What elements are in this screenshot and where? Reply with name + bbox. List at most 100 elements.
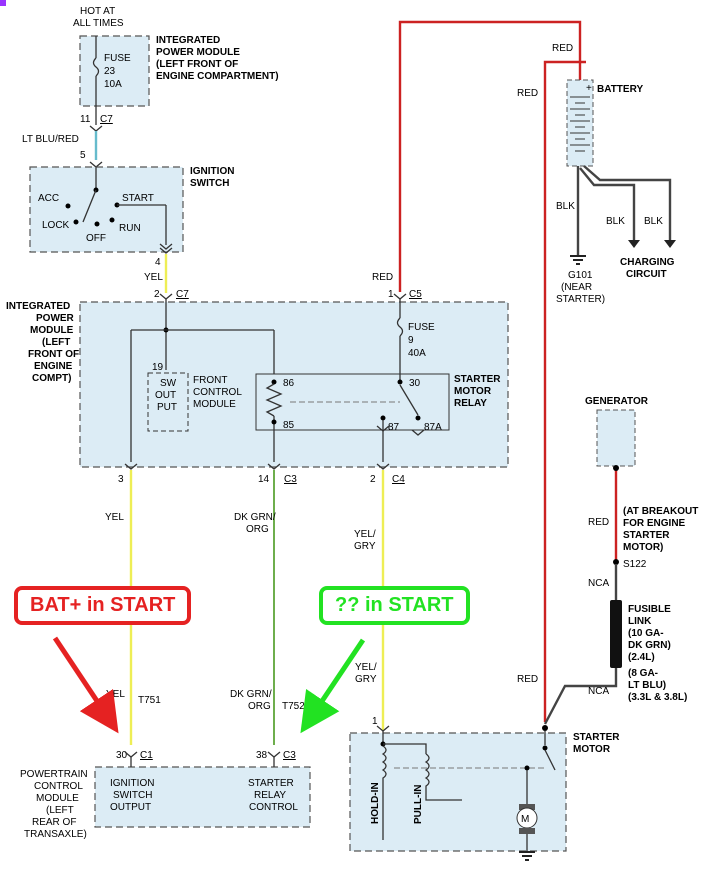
powertrain-control-module: 30 C1 38 C3 IGNITION SWITCH OUTPUT START…: [20, 750, 311, 840]
svg-text:STARTER): STARTER): [556, 294, 605, 305]
svg-text:RED: RED: [517, 88, 538, 99]
svg-text:RELAY: RELAY: [454, 398, 487, 409]
bat-in-start-callout: BAT+ in START: [14, 586, 192, 625]
svg-text:IGNITION: IGNITION: [110, 778, 154, 789]
unknown-in-start-callout: ?? in START: [319, 586, 470, 625]
generator: GENERATOR RED (AT BREAKOUT FOR ENGINE ST…: [517, 396, 698, 725]
fuse-box-top: HOT AT ALL TIMES FUSE 23 10A INTEGRATED …: [73, 6, 279, 132]
svg-text:(LEFT FRONT OF: (LEFT FRONT OF: [156, 59, 238, 70]
svg-text:85: 85: [283, 420, 295, 431]
svg-text:40A: 40A: [408, 348, 426, 359]
svg-text:(8 GA-: (8 GA-: [628, 668, 658, 679]
svg-text:YEL: YEL: [144, 272, 163, 283]
svg-text:RUN: RUN: [119, 223, 141, 234]
battery: RED RED RED + BATTERY BLK BLK BLK G101 (…: [372, 20, 676, 722]
svg-text:3: 3: [118, 474, 124, 485]
svg-text:FUSE: FUSE: [408, 322, 435, 333]
svg-text:S122: S122: [623, 559, 647, 570]
svg-text:RED: RED: [588, 517, 609, 528]
svg-text:11: 11: [80, 114, 91, 125]
svg-text:LOCK: LOCK: [42, 220, 70, 231]
svg-text:23: 23: [104, 66, 116, 77]
integrated-power-module: INTEGRATED POWER MODULE (LEFT FRONT OF E…: [6, 289, 509, 485]
svg-text:RED: RED: [552, 43, 573, 54]
svg-text:INTEGRATED: INTEGRATED: [6, 301, 70, 312]
svg-text:POWER MODULE: POWER MODULE: [156, 47, 240, 58]
bat-callout-arrow: [52, 636, 119, 734]
svg-text:GRY: GRY: [355, 674, 377, 685]
svg-text:MOTOR: MOTOR: [454, 386, 492, 397]
svg-text:OUTPUT: OUTPUT: [110, 802, 151, 813]
svg-text:C3: C3: [284, 474, 297, 485]
svg-text:(2.4L): (2.4L): [628, 652, 655, 663]
svg-text:C4: C4: [392, 474, 405, 485]
svg-text:FRONT OF: FRONT OF: [28, 349, 79, 360]
svg-text:(NEAR: (NEAR: [561, 282, 592, 293]
svg-text:4: 4: [155, 257, 161, 268]
svg-text:FUSIBLE: FUSIBLE: [628, 604, 671, 615]
svg-text:START: START: [122, 193, 154, 204]
ignition-switch: ACC LOCK OFF START RUN IGNITION SWITCH 4: [29, 161, 234, 268]
lower-wires: YEL DK GRN/ ORG YEL/ GRY YEL T751 DK GRN…: [105, 470, 385, 745]
svg-text:BLK: BLK: [644, 216, 663, 227]
svg-text:IGNITION: IGNITION: [190, 166, 234, 177]
svg-text:PULL-IN: PULL-IN: [413, 785, 424, 824]
svg-text:10A: 10A: [104, 79, 122, 90]
svg-text:SWITCH: SWITCH: [190, 178, 229, 189]
svg-text:FOR ENGINE: FOR ENGINE: [623, 518, 686, 529]
svg-text:87: 87: [388, 422, 400, 433]
svg-text:ORG: ORG: [248, 701, 271, 712]
svg-text:HOT AT: HOT AT: [80, 6, 115, 17]
svg-text:T752: T752: [282, 701, 305, 712]
svg-text:BLK: BLK: [556, 201, 575, 212]
svg-text:SW: SW: [160, 378, 177, 389]
svg-text:TRANSAXLE): TRANSAXLE): [24, 829, 87, 840]
svg-text:YEL: YEL: [106, 689, 125, 700]
svg-text:30: 30: [116, 750, 128, 761]
svg-text:YEL: YEL: [105, 512, 124, 523]
svg-text:OUT: OUT: [155, 390, 176, 401]
svg-text:1: 1: [372, 716, 378, 727]
svg-text:HOLD-IN: HOLD-IN: [370, 782, 381, 824]
svg-text:STARTER: STARTER: [248, 778, 294, 789]
svg-text:+: +: [586, 83, 592, 94]
svg-text:C3: C3: [283, 750, 296, 761]
svg-text:LT BLU): LT BLU): [628, 680, 666, 691]
svg-text:CHARGING: CHARGING: [620, 257, 675, 268]
svg-text:C1: C1: [140, 750, 153, 761]
svg-text:5: 5: [80, 150, 86, 161]
svg-text:LINK: LINK: [628, 616, 652, 627]
svg-text:MOTOR): MOTOR): [623, 542, 663, 553]
svg-text:ENGINE COMPARTMENT): ENGINE COMPARTMENT): [156, 71, 279, 82]
svg-text:(10 GA-: (10 GA-: [628, 628, 664, 639]
svg-text:RED: RED: [372, 272, 393, 283]
svg-text:ORG: ORG: [246, 524, 269, 535]
svg-text:MOTOR: MOTOR: [573, 744, 611, 755]
corner-marker: [0, 0, 6, 6]
svg-text:9: 9: [408, 335, 414, 346]
svg-text:STARTER: STARTER: [573, 732, 620, 743]
svg-text:MODULE: MODULE: [193, 399, 236, 410]
svg-text:POWERTRAIN: POWERTRAIN: [20, 769, 88, 780]
svg-text:CIRCUIT: CIRCUIT: [626, 269, 667, 280]
svg-text:GENERATOR: GENERATOR: [585, 396, 649, 407]
svg-text:CONTROL: CONTROL: [193, 387, 242, 398]
svg-text:C7: C7: [176, 289, 189, 300]
svg-text:BLK: BLK: [606, 216, 625, 227]
svg-text:FRONT: FRONT: [193, 375, 227, 386]
svg-text:(3.3L & 3.8L): (3.3L & 3.8L): [628, 692, 687, 703]
svg-text:(AT BREAKOUT: (AT BREAKOUT: [623, 506, 698, 517]
svg-text:38: 38: [256, 750, 268, 761]
svg-text:YEL/: YEL/: [355, 662, 377, 673]
svg-text:MODULE: MODULE: [36, 793, 79, 804]
svg-text:C5: C5: [409, 289, 422, 300]
svg-text:COMPT): COMPT): [32, 373, 71, 384]
svg-text:86: 86: [283, 378, 295, 389]
svg-text:DK GRN/: DK GRN/: [234, 512, 276, 523]
svg-text:T751: T751: [138, 695, 161, 706]
svg-text:NCA: NCA: [588, 578, 609, 589]
starter-motor: 1 HOLD-IN PULL-IN M STARTER MOTOR: [349, 716, 620, 861]
svg-text:CONTROL: CONTROL: [249, 802, 298, 813]
